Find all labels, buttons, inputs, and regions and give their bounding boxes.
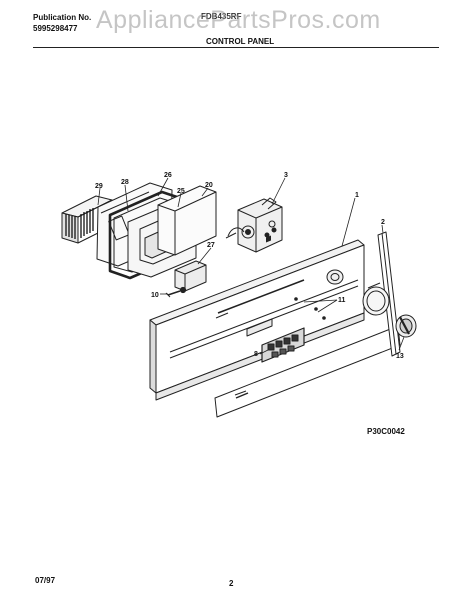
part-3-timer xyxy=(225,197,283,253)
callout-28: 28 xyxy=(121,179,129,186)
callout-13: 13 xyxy=(396,353,404,360)
part-13-knob xyxy=(395,314,417,338)
part-11-dial-ring xyxy=(362,282,390,316)
figure-code: P30C0042 xyxy=(367,427,405,436)
header-divider xyxy=(33,47,439,48)
callout-8: 8 xyxy=(254,351,258,358)
model-code: FDB435RF xyxy=(201,12,242,21)
part-27-switch xyxy=(174,260,207,292)
front-overlay-panel xyxy=(214,325,401,418)
callout-20: 20 xyxy=(205,182,213,189)
callout-25: 25 xyxy=(177,188,185,195)
callout-labels: 29 28 26 25 20 3 1 2 27 10 11 13 8 xyxy=(95,172,404,360)
part-10-screw xyxy=(165,286,187,298)
part-8-keypad xyxy=(261,235,305,363)
footer-date: 07/97 xyxy=(35,576,56,585)
publication-block: Publication No. 5995298477 xyxy=(33,12,91,34)
publication-label: Publication No. xyxy=(33,13,92,22)
callout-29: 29 xyxy=(95,183,103,190)
callout-1: 1 xyxy=(355,192,359,199)
leader-lines xyxy=(97,177,405,355)
part-20-housing xyxy=(157,185,217,256)
page-number: 2 xyxy=(229,579,234,588)
callout-11: 11 xyxy=(338,297,346,304)
publication-number: 5995298477 xyxy=(33,24,78,33)
callout-2: 2 xyxy=(381,219,385,226)
callout-27: 27 xyxy=(207,242,215,249)
part-29-vent-strip xyxy=(61,195,113,244)
callout-3: 3 xyxy=(284,172,288,179)
callout-10: 10 xyxy=(151,292,159,299)
part-2-trim-strip xyxy=(377,231,401,357)
section-title: CONTROL PANEL xyxy=(206,37,275,46)
part-1-control-panel xyxy=(149,239,365,401)
watermark: AppliancePartsPros.com xyxy=(96,6,381,34)
callout-26: 26 xyxy=(164,172,172,179)
